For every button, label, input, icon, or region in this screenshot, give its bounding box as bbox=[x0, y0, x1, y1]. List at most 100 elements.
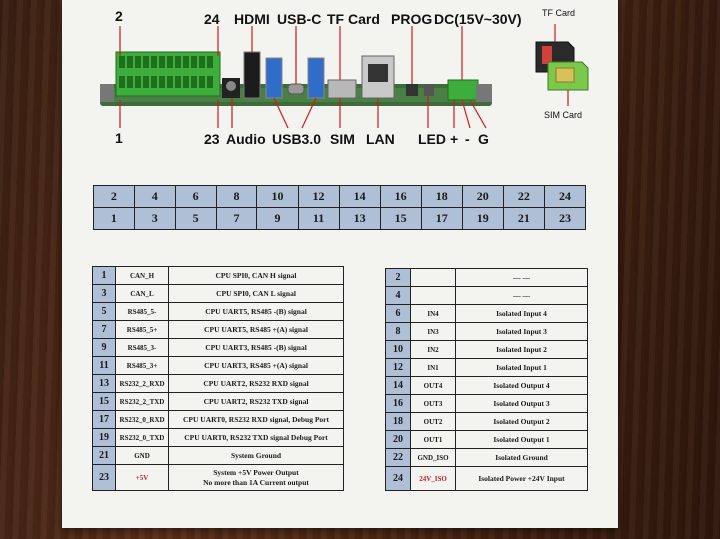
signal-description: CPU UART0, RS232 TXD signal Debug Port bbox=[168, 428, 344, 447]
pin-number: 19 bbox=[92, 428, 116, 447]
label-sim: SIM bbox=[330, 131, 355, 147]
pin-cell: 13 bbox=[338, 207, 381, 230]
pin-map-row-odd: 1 3 5 7 9 11 13 15 17 19 21 23 bbox=[93, 207, 587, 230]
table-row: 18 OUT2 Isolated Output 2 bbox=[385, 412, 588, 431]
label-ground: G bbox=[478, 131, 489, 147]
pin-cell: 2 bbox=[93, 185, 135, 208]
signal-description: CPU UART0, RS232 RXD signal, Debug Port bbox=[168, 410, 344, 429]
signal-description: CPU UART3, RS485 +(A) signal bbox=[168, 356, 344, 375]
pin-cell: 18 bbox=[420, 185, 463, 208]
signal-name: RS232_2_RXD bbox=[115, 374, 169, 393]
pin-cell: 5 bbox=[174, 207, 217, 230]
pin-number: 11 bbox=[92, 356, 116, 375]
pin-cell: 11 bbox=[297, 207, 340, 230]
table-row: 14 OUT4 Isolated Output 4 bbox=[385, 376, 588, 395]
signal-description: Isolated Input 4 bbox=[455, 304, 588, 323]
table-row: 21 GND System Ground bbox=[92, 446, 344, 465]
pin-number: 7 bbox=[92, 320, 116, 339]
table-row: 20 OUT1 Isolated Output 1 bbox=[385, 430, 588, 449]
signal-description: Isolated Input 3 bbox=[455, 322, 588, 341]
label-minus: - bbox=[465, 131, 470, 147]
table-row: 7 RS485_5+ CPU UART5, RS485 +(A) signal bbox=[92, 320, 344, 339]
pin-cell: 3 bbox=[133, 207, 176, 230]
label-pin-2: 2 bbox=[115, 8, 123, 24]
signal-name: RS485_3- bbox=[115, 338, 169, 357]
table-row: 1 CAN_H CPU SPI0, CAN H signal bbox=[92, 266, 344, 285]
label-pin-24: 24 bbox=[204, 11, 220, 27]
pin-cell: 22 bbox=[502, 185, 545, 208]
table-row: 10 IN2 Isolated Input 2 bbox=[385, 340, 588, 359]
table-row: 19 RS232_0_TXD CPU UART0, RS232 TXD sign… bbox=[92, 428, 344, 447]
table-row: 11 RS485_3+ CPU UART3, RS485 +(A) signal bbox=[92, 356, 344, 375]
pin-cell: 14 bbox=[338, 185, 381, 208]
signal-description: Isolated Input 2 bbox=[455, 340, 588, 359]
signal-description: CPU UART5, RS485 -(B) signal bbox=[168, 302, 344, 321]
pin-cell: 10 bbox=[256, 185, 299, 208]
label-tfcard: TF Card bbox=[327, 11, 380, 27]
pin-number: 9 bbox=[92, 338, 116, 357]
pin-cell: 19 bbox=[461, 207, 504, 230]
signal-name: RS232_0_RXD bbox=[115, 410, 169, 429]
signal-description: CPU UART2, RS232 RXD signal bbox=[168, 374, 344, 393]
signal-description: CPU SPI0, CAN L signal bbox=[168, 284, 344, 303]
signal-name bbox=[410, 286, 456, 305]
signal-name: OUT4 bbox=[410, 376, 456, 395]
pin-number: 2 bbox=[385, 268, 411, 287]
pin-cell: 24 bbox=[543, 185, 587, 208]
signal-name: CAN_H bbox=[115, 266, 169, 285]
table-row: 13 RS232_2_RXD CPU UART2, RS232 RXD sign… bbox=[92, 374, 344, 393]
signal-name: IN4 bbox=[410, 304, 456, 323]
table-row: 3 CAN_L CPU SPI0, CAN L signal bbox=[92, 284, 344, 303]
pin-cell: 7 bbox=[215, 207, 258, 230]
table-row: 2 — — bbox=[385, 268, 588, 287]
label-hdmi: HDMI bbox=[234, 11, 270, 27]
pin-cell: 17 bbox=[420, 207, 463, 230]
signal-name: 24V_ISO bbox=[410, 466, 456, 491]
pin-number: 14 bbox=[385, 376, 411, 395]
pin-number: 16 bbox=[385, 394, 411, 413]
label-plus: + bbox=[450, 131, 459, 147]
pin-cell: 4 bbox=[133, 185, 176, 208]
label-dc: DC(15V~30V) bbox=[434, 11, 522, 27]
pin-cell: 16 bbox=[379, 185, 422, 208]
pin-map-grid: 2 4 6 8 10 12 14 16 18 20 22 24 1 3 5 7 … bbox=[93, 185, 587, 230]
signal-description-note: No more than 1A Current output bbox=[203, 477, 309, 487]
label-lan: LAN bbox=[366, 131, 395, 147]
signal-description: — — bbox=[455, 286, 588, 305]
pin-number: 22 bbox=[385, 448, 411, 467]
signal-description: Isolated Ground bbox=[455, 448, 588, 467]
terminal-block bbox=[115, 51, 221, 97]
sim-card-illustration bbox=[547, 61, 589, 106]
odd-pin-signal-table: 1 CAN_H CPU SPI0, CAN H signal 3 CAN_L C… bbox=[92, 266, 344, 491]
signal-name: OUT1 bbox=[410, 430, 456, 449]
table-row: 15 RS232_2_TXD CPU UART2, RS232 TXD sign… bbox=[92, 392, 344, 411]
pin-cell: 12 bbox=[297, 185, 340, 208]
signal-name: GND bbox=[115, 446, 169, 465]
pin-number: 12 bbox=[385, 358, 411, 377]
pin-number: 24 bbox=[385, 466, 411, 491]
table-row: 8 IN3 Isolated Input 3 bbox=[385, 322, 588, 341]
pin-number: 10 bbox=[385, 340, 411, 359]
pin-number: 20 bbox=[385, 430, 411, 449]
signal-name: IN2 bbox=[410, 340, 456, 359]
signal-description: CPU UART2, RS232 TXD signal bbox=[168, 392, 344, 411]
pin-cell: 21 bbox=[502, 207, 545, 230]
signal-name: RS485_5+ bbox=[115, 320, 169, 339]
signal-name: CAN_L bbox=[115, 284, 169, 303]
signal-name: GND_ISO bbox=[410, 448, 456, 467]
signal-description: Isolated Output 2 bbox=[455, 412, 588, 431]
signal-name: RS485_5- bbox=[115, 302, 169, 321]
signal-description: — — bbox=[455, 268, 588, 287]
pin-map-row-even: 2 4 6 8 10 12 14 16 18 20 22 24 bbox=[93, 185, 587, 208]
label-prog: PROG bbox=[391, 11, 433, 27]
pin-number: 6 bbox=[385, 304, 411, 323]
pin-number: 18 bbox=[385, 412, 411, 431]
signal-description: Isolated Output 1 bbox=[455, 430, 588, 449]
table-row: 12 IN1 Isolated Input 1 bbox=[385, 358, 588, 377]
label-usbc: USB-C bbox=[277, 11, 322, 27]
pin-number: 17 bbox=[92, 410, 116, 429]
label-tf-card-small: TF Card bbox=[542, 8, 576, 18]
table-row: 22 GND_ISO Isolated Ground bbox=[385, 448, 588, 467]
label-pin-1: 1 bbox=[115, 130, 123, 146]
pin-cell: 9 bbox=[256, 207, 299, 230]
